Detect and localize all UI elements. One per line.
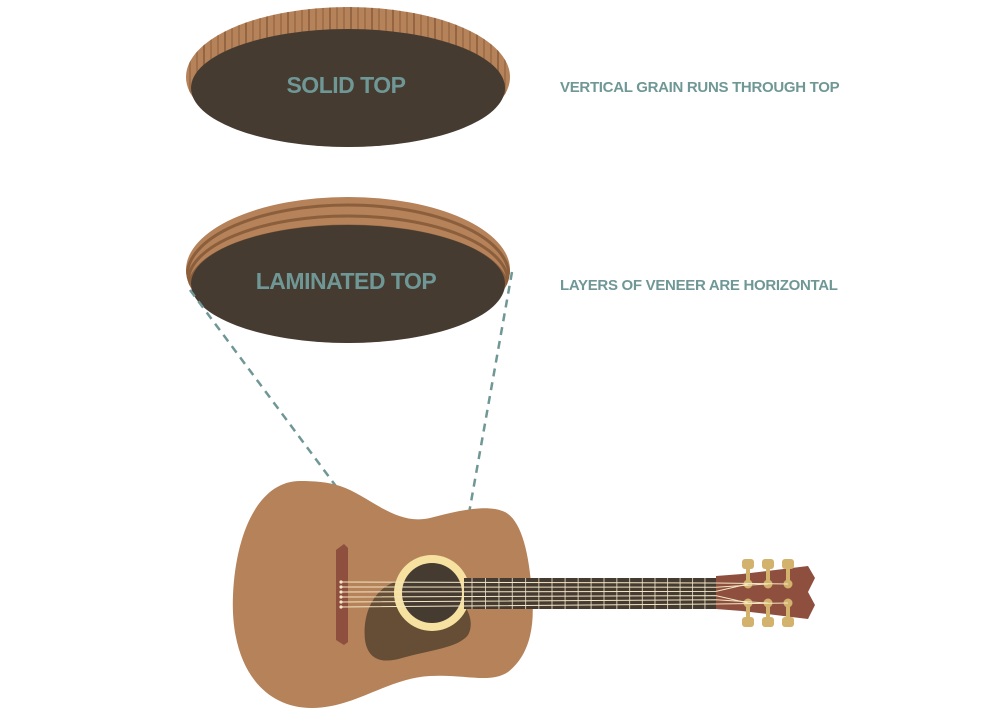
headstock — [716, 566, 815, 619]
laminated-top-disc: LAMINATED TOP — [186, 197, 510, 343]
string — [340, 583, 769, 588]
laminated-top-surface — [191, 225, 505, 343]
tuner-pegs — [742, 559, 794, 627]
solid-top-surface — [191, 29, 505, 147]
bridge-pins — [339, 580, 343, 609]
bridge — [336, 544, 348, 645]
string — [340, 583, 749, 593]
solid-top-note: VERTICAL GRAIN RUNS THROUGH TOP — [560, 79, 840, 96]
string — [340, 581, 789, 585]
laminated-top-note: LAYERS OF VENEER ARE HORIZONTAL — [560, 277, 838, 294]
string — [340, 599, 769, 604]
strings — [340, 581, 789, 608]
laminated-top-label: LAMINATED TOP — [256, 268, 437, 294]
string — [340, 602, 789, 608]
solid-top-label: SOLID TOP — [286, 72, 405, 98]
guitar-illustration — [232, 481, 815, 708]
solid-top-disc: SOLID TOP — [186, 7, 510, 147]
soundhole — [402, 563, 462, 623]
string — [340, 595, 749, 604]
